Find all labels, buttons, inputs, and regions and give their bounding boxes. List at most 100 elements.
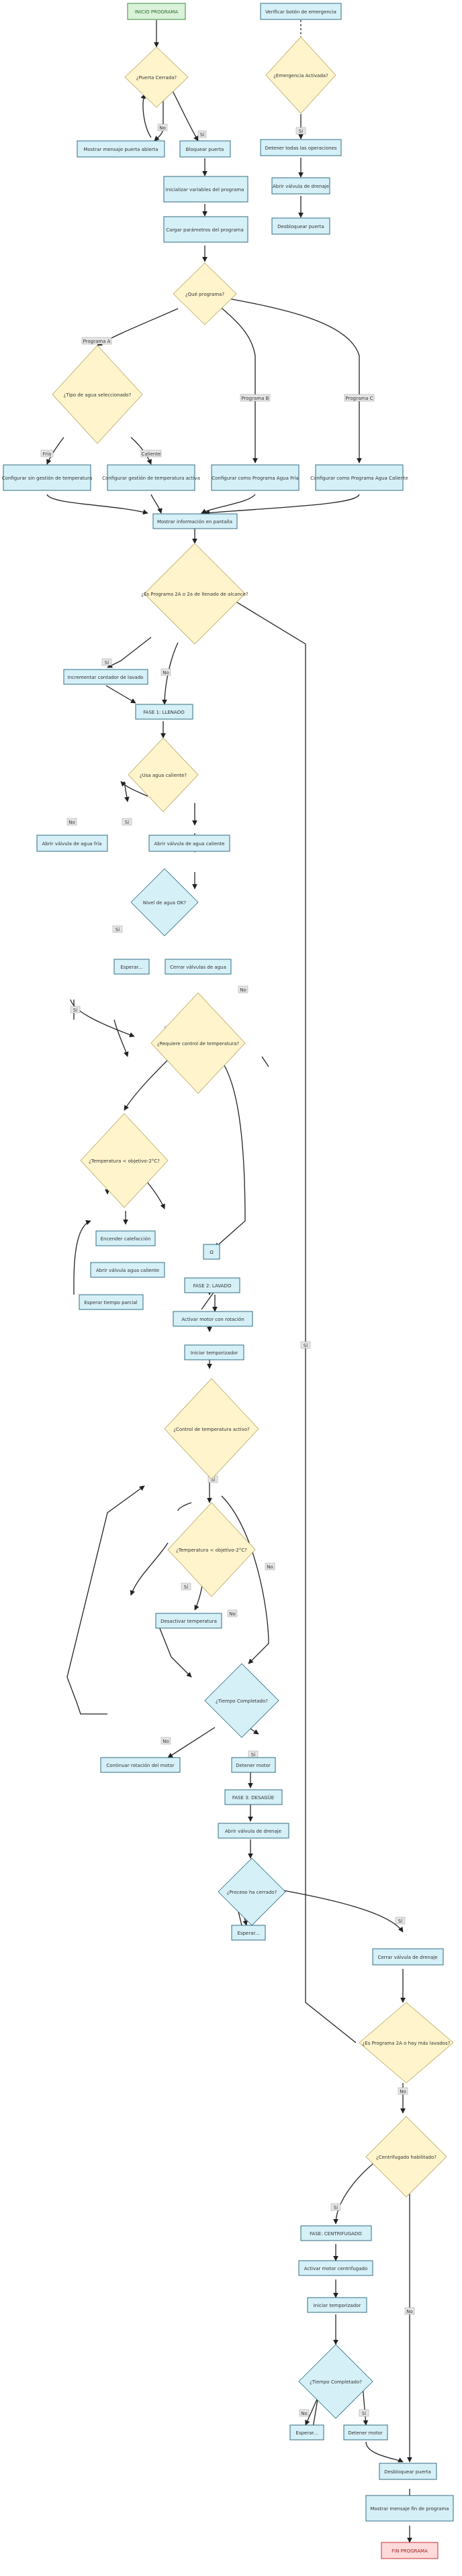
edge-label-programa-b: Programa B [242, 396, 269, 401]
door-closed-decision: ¿Puerta Cerrada? [124, 46, 189, 108]
load-params-label: Cargar parámetros del programa [166, 227, 244, 233]
door-open-message-label: Mostrar mensaje puerta abierta [83, 147, 158, 152]
stop-all-node: Detener todas las operaciones [260, 139, 342, 156]
spin-motor-label: Activar motor centrifugado [304, 2266, 368, 2271]
wash-phase-node: FASE 2: LAVADO [184, 1277, 240, 1293]
open-cold-valve-node: Abrir válvula de agua fría [36, 835, 108, 852]
edge-label-no: No [301, 2411, 308, 2416]
hot-water-decision: ¿Usa agua caliente? [128, 737, 199, 812]
which-program-decision: ¿Qué programa? [173, 262, 237, 325]
unlock-door-node: Desbloquear puerta [379, 2463, 437, 2480]
spin-enabled-decision: ¿Centrifugado habilitado? [365, 2116, 447, 2198]
stop-all-label: Detener todas las operaciones [265, 146, 337, 151]
wash-phase-label: FASE 2: LAVADO [193, 1283, 232, 1289]
open-hot-valve-label: Abrir válvula de agua caliente [154, 841, 224, 847]
start-timer-node: Iniciar temporizador [184, 1344, 244, 1360]
continue-rotation-node: Continuar rotación del motor [100, 1757, 181, 1773]
is-program-ab-label: ¿Es Programa 2A o hay más lavados? [363, 2041, 451, 2046]
edge-label-no: No [159, 125, 166, 131]
init-variables-node: Inicializar variables del programa [163, 176, 248, 203]
time-completed-2-decision: ¿Tiempo Completado? [298, 2344, 373, 2419]
drain-phase-node: FASE 3: DESAGÜE [224, 1789, 283, 1805]
temp-control-active-decision: ¿Control de temperatura activo? [164, 1378, 259, 1480]
spin-timer-label: Iniciar temporizador [314, 2303, 361, 2308]
temp-control-required-label: ¿Requiere control de temperatura? [157, 1041, 240, 1046]
config-program-a-node: Configurar como Programa Agua Fría [211, 464, 299, 491]
increment-counter-node: Incrementar contador de lavado [63, 669, 148, 685]
edge-label-fria: Fría [43, 451, 52, 457]
start-node: INICIO PROGRAMA [127, 3, 186, 20]
edge-label-si: Sí [304, 1343, 308, 1348]
open-cold-valve-label: Abrir válvula de agua fría [42, 841, 102, 847]
motor-rotation-label: Activar motor con rotación [181, 1317, 244, 1322]
close-valves-node: Cerrar válvulas de agua [165, 959, 232, 975]
edge-label-no: No [163, 670, 169, 676]
check-emergency-node: Verificar botón de emergencia [260, 3, 342, 20]
temp-target-label: ¿Temperatura < objetivo-2°C? [89, 1159, 160, 1164]
temp-target-2-decision: ¿Temperatura < objetivo-2°C? [167, 1502, 256, 1597]
wait-fill-node: Esperar... [113, 959, 150, 975]
drain-phase-label: FASE 3: DESAGÜE [232, 1794, 274, 1801]
edge-label-si: Sí [251, 1752, 256, 1758]
edge-label-si: Sí [398, 1919, 403, 1924]
edge-label-programa-a: Programa A [83, 339, 111, 344]
edge-label-si: Sí [184, 1585, 189, 1590]
edge-label-si: Sí [105, 660, 109, 665]
edge-label-no: No [267, 1564, 273, 1570]
load-params-node: Cargar parámetros del programa [163, 216, 248, 243]
motor-rotation-node: Activar motor con rotación [173, 1311, 253, 1327]
init-variables-label: Inicializar variables del programa [166, 187, 244, 193]
wait-partial-node: Esperar tiempo parcial [79, 1294, 144, 1310]
disable-temp-label: Desactivar temperatura [160, 1619, 217, 1624]
config-temp-label: Configurar gestión de temperatura activa [102, 476, 200, 481]
edge-label-no: No [163, 1739, 169, 1744]
end-message-node: Mostrar mensaje fin de programa [365, 2495, 454, 2522]
close-drain-label: Cerrar válvula de drenaje [377, 1955, 437, 1960]
process-done-label: ¿Proceso ha cerrado? [227, 1890, 277, 1895]
spin-phase-label: FASE: CENTRIFUGADO [310, 2231, 362, 2237]
wait-fill-label: Esperar... [121, 965, 143, 970]
time-completed-decision: ¿Tiempo Completado? [204, 1663, 279, 1738]
temp-control-required-decision: ¿Requiere control de temperatura? [150, 992, 246, 1094]
spin-enabled-label: ¿Centrifugado habilitado? [376, 2155, 436, 2160]
config-program-a-label: Configurar como Programa Agua Fría [212, 476, 299, 481]
door-closed-label: ¿Puerta Cerrada? [136, 75, 177, 80]
config-temp-node: Configurar gestión de temperatura activa [102, 464, 200, 491]
spin-timer-node: Iniciar temporizador [307, 2297, 367, 2313]
stop-motor-node: Detener motor [231, 1757, 276, 1773]
config-program-b-label: Configurar como Programa Agua Caliente [310, 476, 408, 481]
stop-motor-2-label: Detener motor [348, 2430, 383, 2436]
heater-on-label: Encender calefacción [101, 1236, 151, 1242]
wash-junction-label: Ω [210, 1250, 214, 1255]
emergency-drain-label: Abrir válvula de drenaje [273, 184, 329, 189]
fill-phase-label: FASE 1: LLENADO [143, 710, 185, 715]
lock-door-label: Bloquear puerta [186, 147, 224, 152]
open-hot-valve-node: Abrir válvula de agua caliente [148, 835, 230, 852]
temp-control-active-label: ¿Control de temperatura activo? [173, 1427, 250, 1432]
check-emergency-label: Verificar botón de emergencia [265, 9, 336, 15]
stop-motor-label: Detener motor [236, 1763, 271, 1768]
water-type-decision: ¿Tipo de agua seleccionado? [52, 345, 143, 444]
increment-counter-label: Incrementar contador de lavado [68, 675, 144, 680]
edge-label-caliente: Caliente [142, 451, 161, 457]
temp-target-2-label: ¿Temperatura < objetivo-2°C? [176, 1548, 247, 1553]
is-program-c-decision: ¿Es Programa 2A o 2a de llenado de alcan… [141, 543, 248, 645]
time-completed-label: ¿Tiempo Completado? [216, 1699, 268, 1704]
nodes: INICIO PROGRAMA Verificar botón de emerg… [2, 3, 454, 2559]
open-drain-label: Abrir válvula de drenaje [225, 1829, 281, 1834]
wait-drain-node: Esperar... [231, 1925, 266, 1941]
unlock-door-label: Desbloquear puerta [384, 2469, 431, 2475]
start-timer-label: Iniciar temporizador [191, 1350, 238, 1356]
edge-label-no: No [68, 820, 75, 825]
emergency-unlock-node: Desbloquear puerta [271, 217, 330, 235]
wait-partial-label: Esperar tiempo parcial [84, 1300, 137, 1305]
emergency-label: ¿Emergencia Activada? [273, 73, 328, 78]
lock-door-node: Bloquear puerta [179, 140, 231, 158]
stop-motor-2-node: Detener motor [343, 2424, 388, 2440]
config-no-temp-label: Configurar sin gestión de temperatura [2, 476, 93, 481]
open-drain-node: Abrir válvula de drenaje [218, 1823, 289, 1839]
temp-target-decision: ¿Temperatura < objetivo-2°C? [80, 1113, 169, 1208]
edge-label-si: Sí [73, 1008, 78, 1013]
edges [46, 20, 412, 2543]
emergency-unlock-label: Desbloquear puerta [277, 224, 324, 229]
